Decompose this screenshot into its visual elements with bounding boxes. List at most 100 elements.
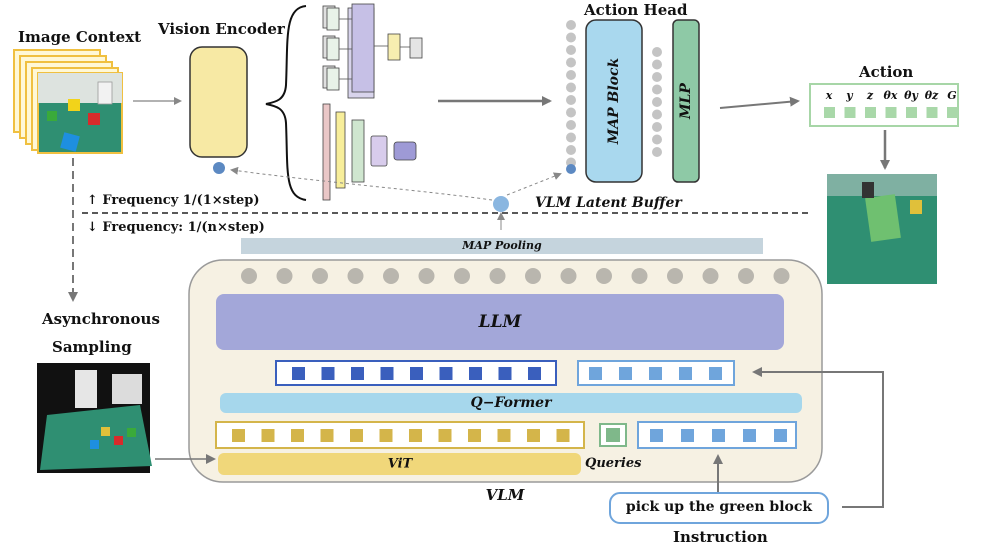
- map-output-token: [652, 134, 662, 145]
- vlm-latent-buffer-dot: [493, 196, 509, 212]
- action-token-squares: [824, 107, 958, 118]
- mlp-box: [672, 19, 700, 183]
- llm-label: LLM: [478, 312, 522, 332]
- query-token: [439, 367, 453, 380]
- llm-output-tokens: [241, 268, 790, 284]
- llm-output-token: [383, 268, 399, 284]
- action-token: [906, 107, 917, 118]
- action-dim-label: x: [825, 89, 833, 102]
- llm-output-token: [241, 268, 257, 284]
- instruction-to-llm-arrow: [752, 367, 884, 508]
- brace: [265, 5, 307, 201]
- instruction-token: [712, 429, 725, 442]
- async-label-2: Sampling: [52, 338, 132, 356]
- latent-token: [566, 32, 576, 43]
- instruction-text: pick up the green block: [625, 499, 813, 515]
- action-token: [824, 107, 835, 118]
- action-token: [926, 107, 938, 118]
- llm-output-token: [631, 268, 648, 284]
- map-block-box: [585, 19, 643, 183]
- encoder-internals: [322, 3, 423, 201]
- map-output-token: [652, 109, 662, 120]
- vit-token-squares: [232, 429, 570, 442]
- vit-token: [468, 429, 481, 442]
- action-dim-label: y: [846, 89, 853, 102]
- latent-token-column: [566, 20, 576, 174]
- map-block-label: MAP Block: [606, 57, 622, 145]
- llm-output-token: [560, 268, 577, 284]
- map-output-token: [652, 147, 662, 157]
- queries-label: Queries: [585, 456, 642, 471]
- llm-output-token: [276, 268, 293, 284]
- map-pooling-label: MAP Pooling: [462, 239, 542, 252]
- result-image: [827, 174, 937, 284]
- llm-output-token: [773, 268, 790, 284]
- vit-token: [409, 429, 422, 442]
- llm-output-token: [454, 268, 470, 284]
- latent-token: [566, 145, 576, 155]
- action-label: Action: [859, 63, 914, 81]
- action-head-label: Action Head: [584, 1, 688, 19]
- q-former-label: Q−Former: [470, 395, 552, 411]
- llm-output-token: [596, 268, 612, 284]
- latent-token: [566, 20, 576, 30]
- instruction-token-squares: [650, 429, 787, 442]
- latent-token: [566, 120, 576, 130]
- vit-token: [556, 429, 570, 442]
- frequency-up-label: ↑ Frequency 1/(1×step): [87, 193, 260, 208]
- vit-token: [350, 429, 363, 442]
- query-token: [321, 367, 335, 380]
- image-context-label: Image Context: [18, 28, 142, 46]
- mlp-label: MLP: [678, 83, 694, 119]
- action-vector-box: [809, 83, 959, 127]
- latent-token: [566, 132, 576, 143]
- latent-token: [566, 45, 576, 55]
- llm-output-token: [702, 268, 719, 284]
- action-token: [844, 107, 856, 118]
- llm-output-token: [347, 268, 364, 284]
- action-dim-label: z: [866, 89, 874, 102]
- image-context-stack: [13, 49, 123, 154]
- query-token: [351, 367, 364, 380]
- llm-output-token: [418, 268, 435, 284]
- instruction-token: [649, 367, 662, 380]
- latent-token: [566, 57, 576, 68]
- vision-encoder-label: Vision Encoder: [158, 20, 285, 38]
- instruction-token: [679, 367, 692, 380]
- vit-token: [291, 429, 304, 442]
- vit-label: ViT: [387, 456, 413, 472]
- llm-output-token: [312, 268, 328, 284]
- vision-encoder-box: [189, 46, 248, 158]
- vit-token: [232, 429, 245, 442]
- latent-token: [566, 82, 576, 93]
- vit-token: [261, 429, 275, 442]
- query-token: [528, 367, 541, 380]
- query-token: [469, 367, 482, 380]
- map-pooling-bar: [241, 238, 763, 254]
- vlm-latent-buffer-label: VLM Latent Buffer: [535, 195, 682, 211]
- instruction-token: [681, 429, 694, 442]
- llm-output-token: [738, 268, 754, 284]
- llm-instruction-token-squares: [589, 367, 722, 380]
- async-label-1: Asynchronous: [42, 310, 160, 328]
- query-token: [498, 367, 512, 380]
- action-token: [947, 107, 958, 118]
- vit-token: [438, 429, 452, 442]
- map-output-dots: [652, 47, 662, 157]
- llm-query-token-squares: [292, 367, 541, 380]
- vit-bar: [218, 453, 581, 475]
- q-former-bar: [220, 393, 802, 413]
- action-dim-label: θx: [883, 89, 898, 102]
- instruction-token: [709, 367, 722, 380]
- latent-to-action-head-dotted: [506, 172, 562, 196]
- map-output-token: [652, 122, 662, 132]
- vit-token: [320, 429, 334, 442]
- vlm-label: VLM: [485, 486, 525, 504]
- instruction-token: [774, 429, 787, 442]
- instruction-box: [609, 492, 829, 524]
- instruction-token: [650, 429, 663, 442]
- llm-output-token: [667, 268, 683, 284]
- frequency-down-label: ↓ Frequency: 1/(n×step): [87, 220, 265, 235]
- action-dim-label: G: [947, 89, 957, 102]
